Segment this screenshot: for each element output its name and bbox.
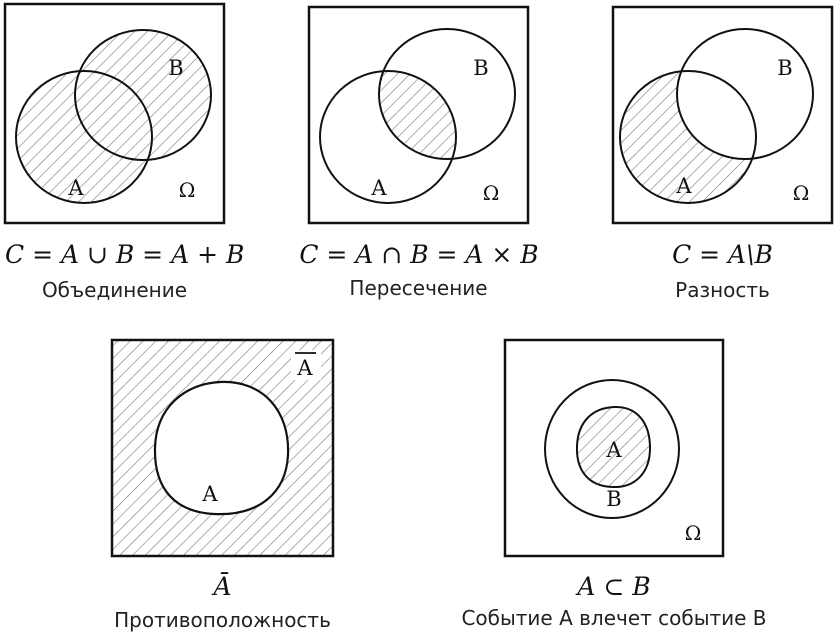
caption-complement: Противоположность	[114, 608, 331, 632]
label-a: A	[605, 438, 622, 462]
label-a: A	[67, 176, 84, 200]
label-b: B	[606, 487, 621, 511]
caption-intersection: Пересечение	[349, 276, 488, 300]
label-b: B	[777, 56, 792, 80]
label-omega: Ω	[483, 181, 500, 205]
label-a: A	[675, 174, 692, 198]
union-diagram: B A Ω	[3, 2, 226, 225]
difference-diagram: B A Ω	[611, 5, 834, 225]
set-a-circle	[319, 70, 457, 204]
formula-intersection: C = A ∩ B = A × B	[299, 240, 539, 269]
set-b-circle	[74, 29, 212, 161]
set-a-fill	[16, 71, 152, 203]
set-a-blob	[575, 405, 652, 489]
label-a-bar: A	[296, 356, 313, 380]
set-b-circle	[544, 379, 680, 519]
label-b: B	[473, 56, 488, 80]
set-b-circle	[378, 28, 516, 160]
set-b-circle	[676, 28, 814, 160]
subset-diagram: A B Ω	[503, 338, 725, 558]
caption-union: Объединение	[41, 278, 188, 302]
label-omega: Ω	[793, 181, 810, 205]
set-a-blob	[153, 380, 290, 516]
intersection-diagram: B A Ω	[307, 5, 530, 225]
label-omega: Ω	[179, 178, 196, 202]
formula-union: C = A ∪ B = A + B	[5, 240, 245, 269]
label-a: A	[370, 176, 387, 200]
abar-label-bg	[291, 350, 321, 380]
complement-diagram: A A	[110, 338, 335, 558]
set-b-mask	[677, 29, 813, 159]
caption-difference: Разность	[675, 278, 770, 302]
caption-subset: Событие А влечет событие В	[461, 606, 767, 630]
set-a-circle	[619, 70, 757, 204]
label-a: A	[201, 482, 218, 506]
label-omega: Ω	[685, 521, 702, 545]
set-a-circle	[15, 70, 153, 204]
label-b: B	[168, 56, 183, 80]
formula-complement: Ā	[213, 572, 232, 601]
formula-subset: A ⊂ B	[577, 572, 651, 601]
formula-difference: C = A\B	[672, 240, 773, 269]
